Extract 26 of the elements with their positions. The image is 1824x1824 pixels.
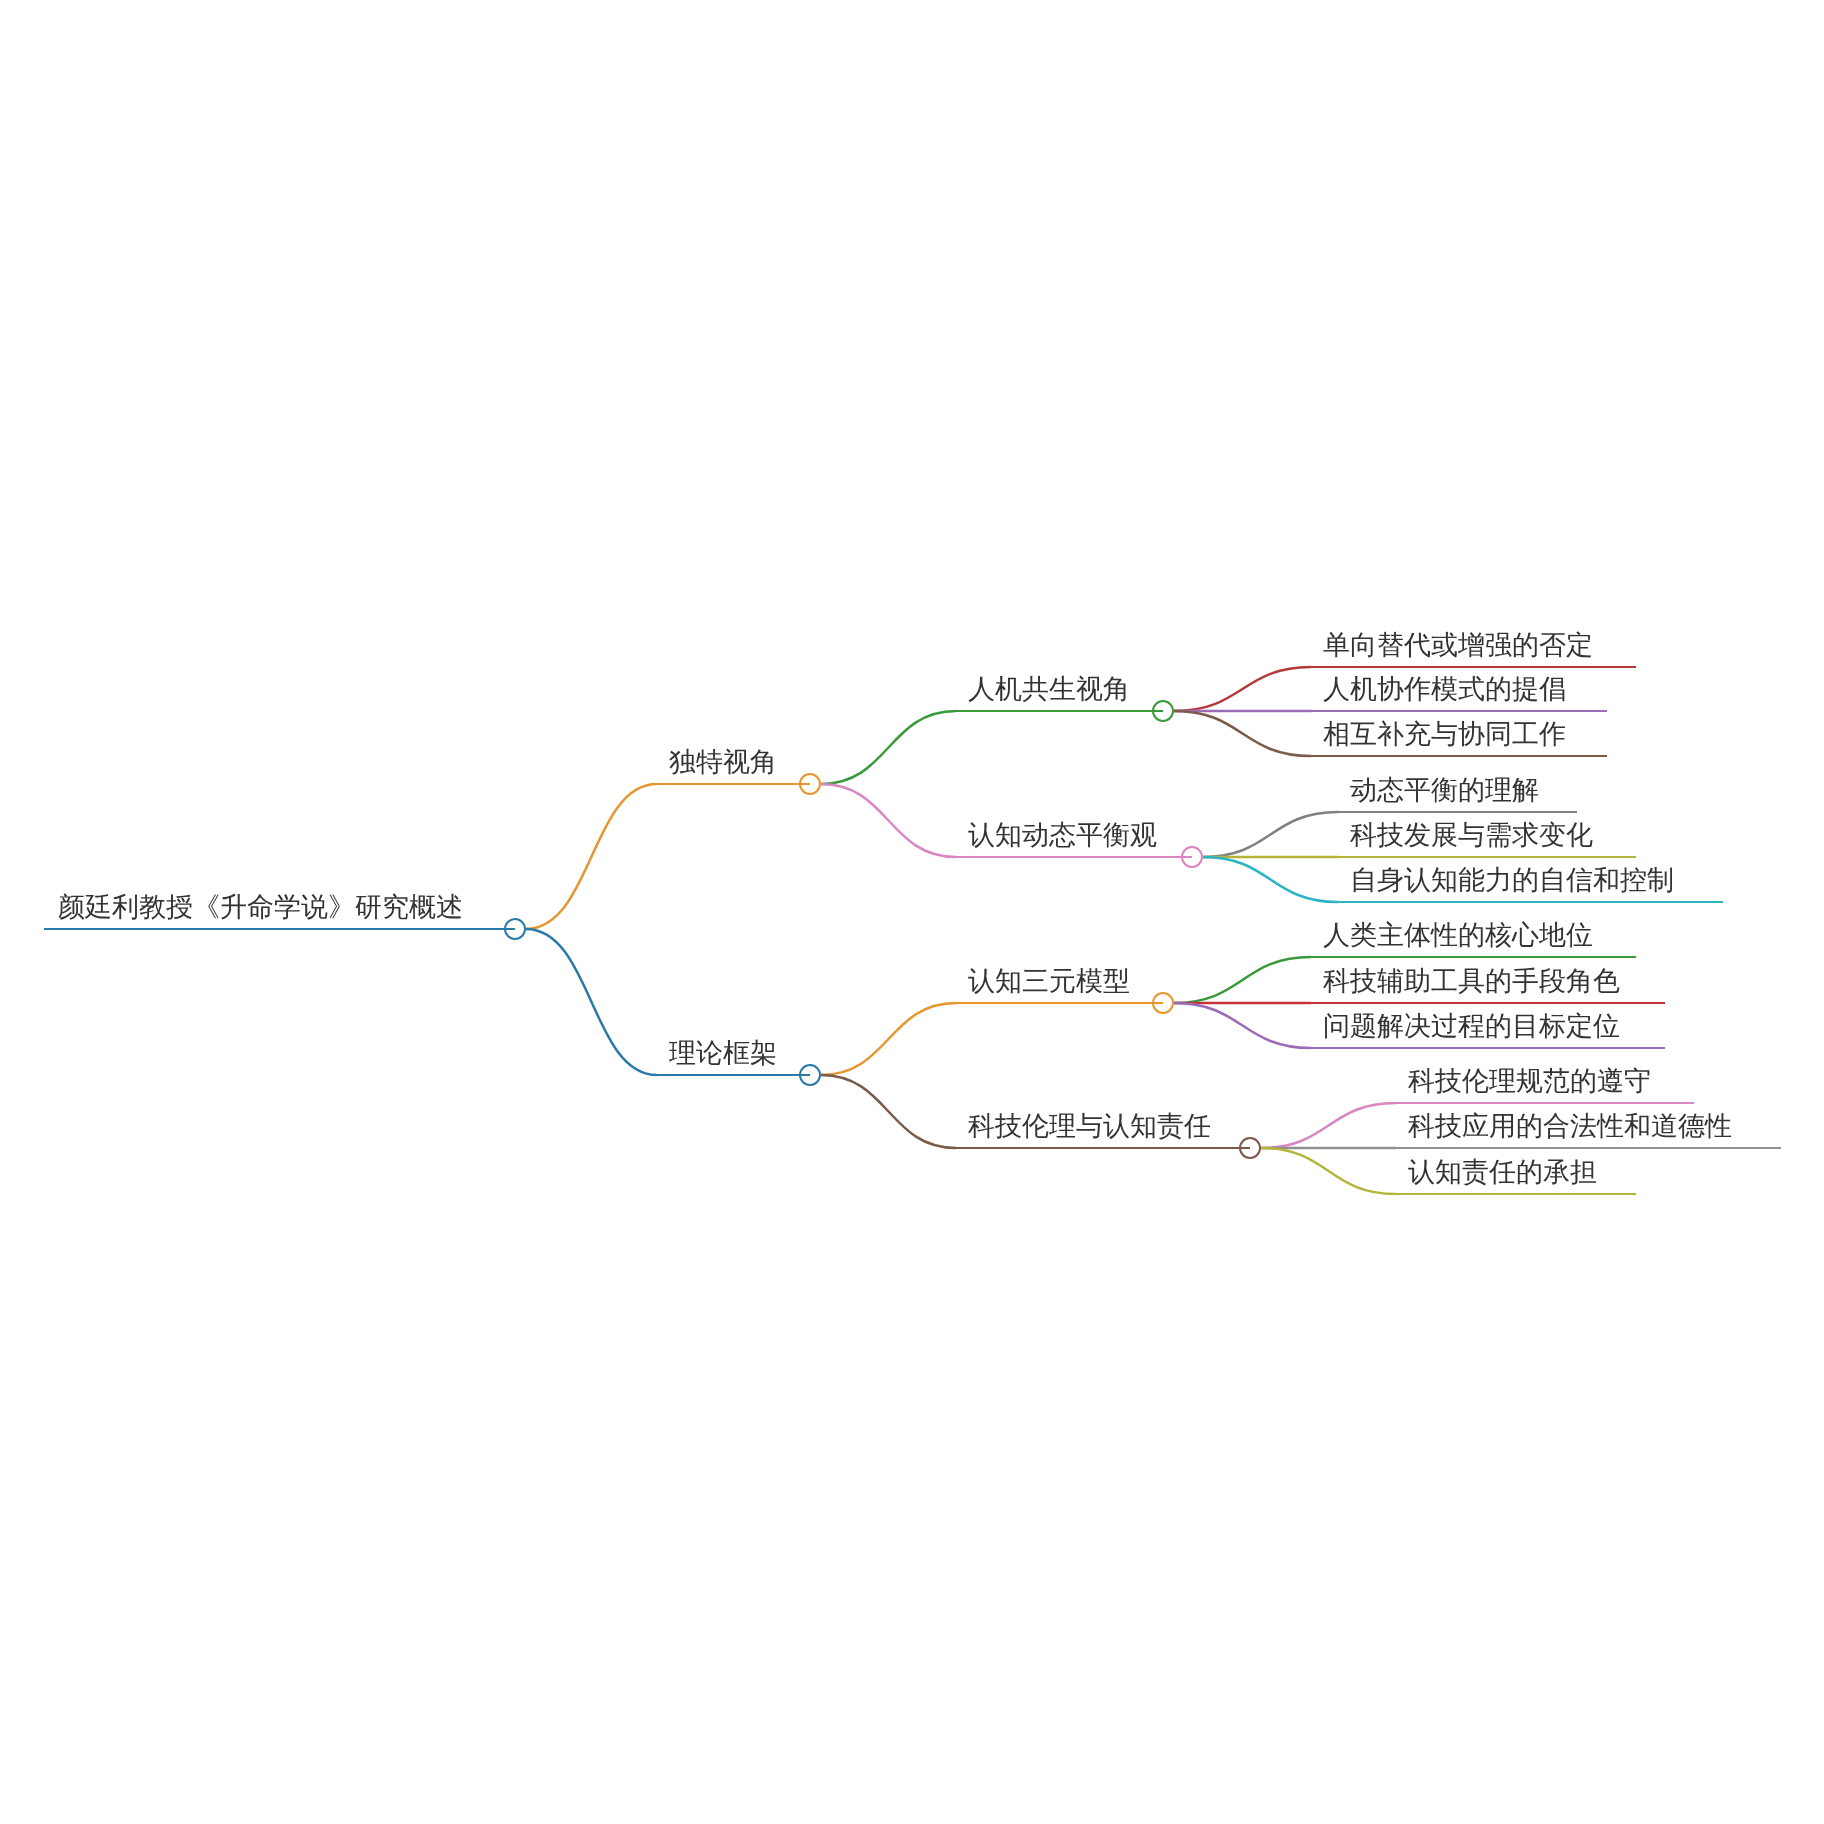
topic-label: 科技辅助工具的手段角色 bbox=[1323, 964, 1620, 998]
branch-line bbox=[820, 782, 957, 859]
topic-label: 颜廷利教授《升命学说》研究概述 bbox=[58, 890, 463, 924]
topic-label: 独特视角 bbox=[669, 745, 777, 779]
branch-line bbox=[820, 1073, 957, 1150]
topic-label: 动态平衡的理解 bbox=[1350, 773, 1539, 807]
topic-label: 人机共生视角 bbox=[968, 672, 1130, 706]
topic-label: 科技伦理规范的遵守 bbox=[1408, 1064, 1651, 1098]
topic-label: 单向替代或增强的否定 bbox=[1323, 628, 1593, 662]
branch-line bbox=[1173, 709, 1312, 758]
topic-label: 认知动态平衡观 bbox=[968, 818, 1157, 852]
branch-line bbox=[525, 927, 658, 1077]
topic-label: 理论框架 bbox=[669, 1036, 777, 1070]
topic-label: 自身认知能力的自信和控制 bbox=[1350, 863, 1674, 897]
branch-line bbox=[1260, 1146, 1397, 1196]
topic-label: 认知三元模型 bbox=[968, 964, 1130, 998]
branch-line bbox=[1173, 1001, 1312, 1050]
topic-label: 人机协作模式的提倡 bbox=[1323, 672, 1566, 706]
topic-label: 问题解决过程的目标定位 bbox=[1323, 1009, 1620, 1043]
branch-line bbox=[1202, 855, 1339, 904]
topic-label: 相互补充与协同工作 bbox=[1323, 717, 1566, 751]
topic-label: 人类主体性的核心地位 bbox=[1323, 918, 1593, 952]
topic-label: 科技伦理与认知责任 bbox=[968, 1109, 1211, 1143]
topic-label: 认知责任的承担 bbox=[1408, 1155, 1597, 1189]
topic-label: 科技应用的合法性和道德性 bbox=[1408, 1109, 1732, 1143]
topic-label: 科技发展与需求变化 bbox=[1350, 818, 1593, 852]
